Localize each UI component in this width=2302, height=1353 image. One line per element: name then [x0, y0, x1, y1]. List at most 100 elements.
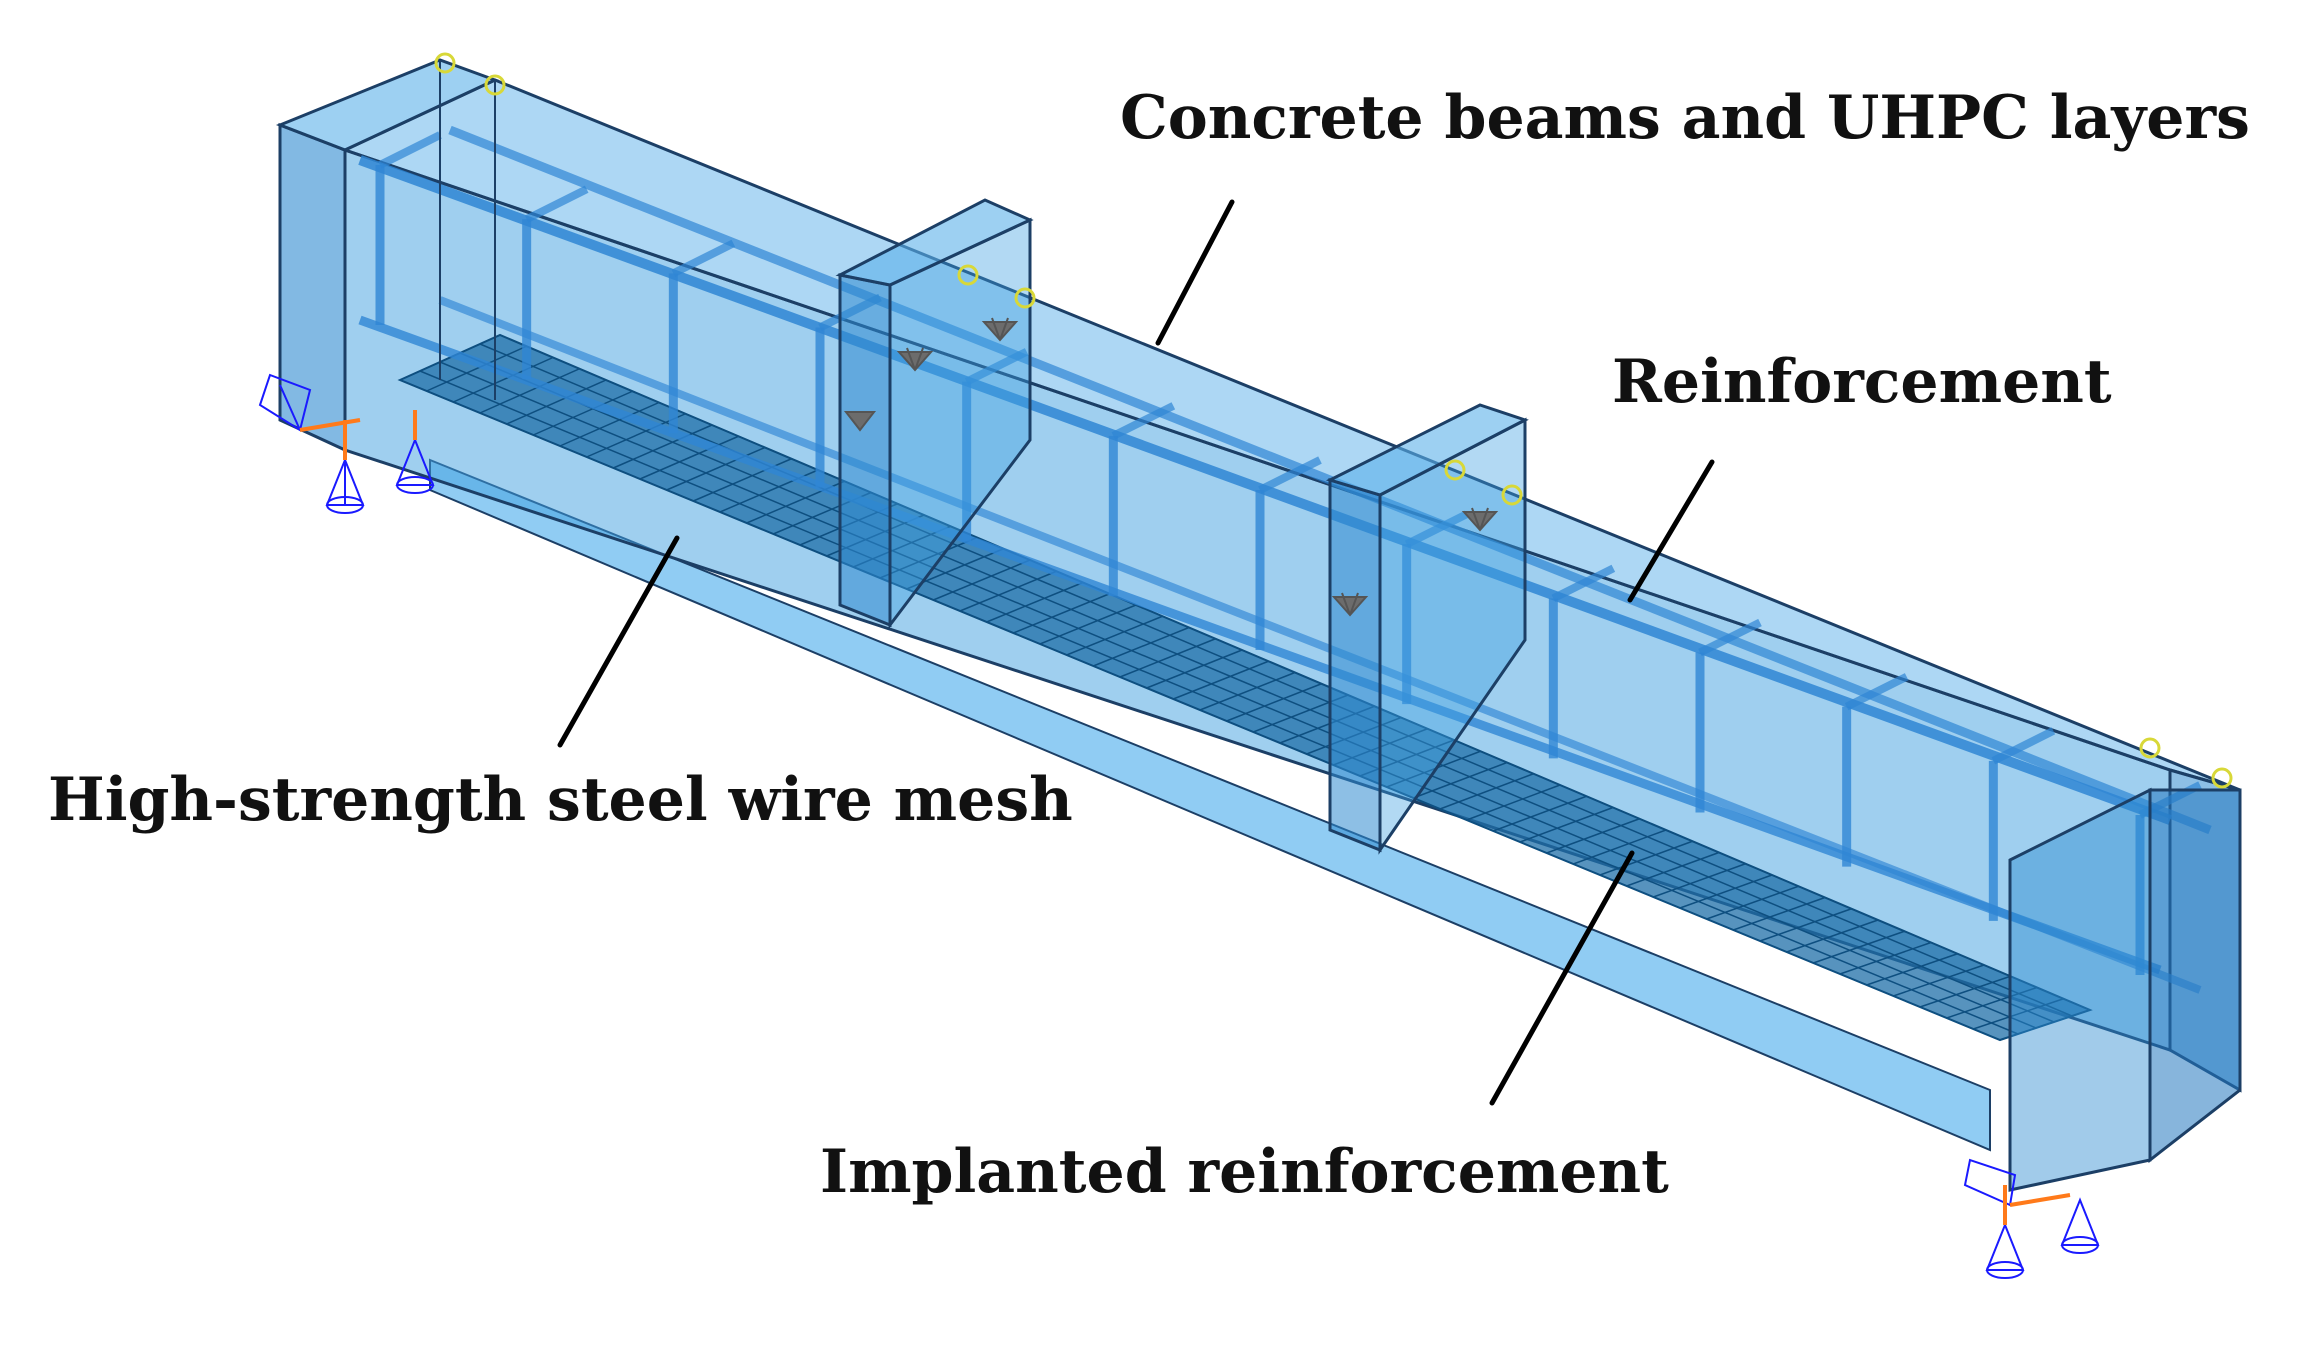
mesh-transverse-wire [426, 345, 527, 392]
rebar-longitudinal-lower [438, 296, 2202, 994]
end-block-right [2008, 787, 2242, 1192]
mesh-transverse-wire [933, 559, 1031, 601]
loading-plate-1 [835, 198, 1034, 630]
mesh-transverse-wire [1066, 615, 1163, 656]
mesh-transverse-wire [1786, 919, 1879, 953]
mesh-transverse-wire [479, 368, 580, 414]
mesh-transverse-wire [1866, 953, 1958, 986]
leader-mesh [557, 535, 680, 748]
loading-plate-2-top [1325, 403, 1529, 497]
mesh-transverse-wire [559, 401, 660, 447]
leader-concrete [1155, 199, 1235, 346]
end-block-right-side [2148, 788, 2242, 1164]
mesh-transverse-wire [453, 356, 554, 403]
mesh-longitudinal-wire [499, 334, 2091, 1011]
stirrup-cross-tie [1404, 510, 1469, 548]
mesh-longitudinal-wire [399, 379, 2001, 1041]
mesh-transverse-wire [1493, 795, 1587, 832]
mesh-transverse-wire [1679, 874, 1773, 909]
loading-plate-1-top [835, 198, 1034, 287]
mesh-transverse-wire [1173, 660, 1269, 700]
mesh-transverse-wire [1439, 773, 1534, 810]
mesh-transverse-wire [1759, 908, 1852, 942]
steel-wire-mesh [397, 333, 2093, 1042]
reference-point-icon [484, 74, 506, 96]
reference-point-icon [1501, 484, 1523, 506]
reference-point-icon [1444, 459, 1466, 481]
reference-point-icon [434, 52, 456, 74]
mesh-transverse-wire [399, 334, 501, 381]
mesh-transverse-wire [1999, 1009, 2091, 1041]
supports-right [1963, 1158, 2100, 1279]
stirrup-cross-tie [1111, 402, 1176, 440]
reference-points [434, 52, 2233, 789]
mesh-transverse-wire [666, 446, 766, 491]
mesh-transverse-wire [1013, 593, 1110, 634]
loading-plate-2 [1325, 403, 1529, 855]
mesh-transverse-wire [1626, 851, 1720, 887]
boundary-condition-cone-icon [1985, 1185, 2025, 1279]
mesh-transverse-wire [1599, 840, 1693, 876]
mesh-transverse-wire [1093, 626, 1190, 667]
boundary-condition-cone-icon [258, 373, 361, 432]
mesh-transverse-wire [1466, 784, 1561, 821]
mesh-longitudinal-wire [439, 361, 2037, 1029]
mesh-transverse-wire [506, 379, 607, 425]
mesh-grid-lines [399, 334, 2091, 1041]
label-reinforcement: Reinforcement [1612, 347, 2112, 417]
mesh-transverse-wire [1413, 761, 1508, 799]
reference-point-icon [957, 264, 979, 286]
reference-point-icon [1014, 287, 1036, 309]
mesh-transverse-wire [1839, 941, 1932, 975]
label-implanted-reinforcement: Implanted reinforcement [820, 1137, 1669, 1207]
mesh-transverse-wire [1946, 986, 2038, 1019]
stirrup-cross-tie [1258, 456, 1322, 494]
mesh-transverse-wire [959, 570, 1057, 612]
mesh-longitudinal-wire [459, 352, 2055, 1023]
mesh-transverse-wire [1226, 683, 1322, 722]
leader-reinforcement [1627, 459, 1715, 603]
mesh-transverse-wire [1573, 829, 1667, 865]
stirrup-cross-tie [1551, 564, 1616, 602]
stirrup-cross-tie [1844, 673, 1909, 711]
mesh-transverse-wire [1973, 998, 2064, 1030]
mesh-transverse-wire [613, 424, 713, 469]
mesh-transverse-wire [1733, 896, 1826, 931]
mesh-transverse-wire [533, 390, 633, 436]
mesh-transverse-wire [1893, 964, 1985, 997]
stirrups [375, 131, 2202, 975]
stirrup-cross-tie [524, 185, 589, 223]
mesh-transverse-wire [879, 536, 978, 579]
mesh-transverse-wire [1813, 930, 1905, 964]
boundary-condition-cone-icon [1963, 1158, 2071, 1207]
end-block-left [275, 58, 499, 453]
load-arrow-icon [843, 411, 877, 432]
mesh-transverse-wire [1653, 863, 1746, 898]
mesh-transverse-wire [1199, 671, 1296, 711]
reference-point-icon [2139, 737, 2161, 759]
mesh-transverse-wire [1039, 604, 1137, 645]
stirrup-cross-tie [671, 239, 736, 277]
load-arrow-icon [896, 347, 934, 372]
load-arrows [843, 317, 1499, 617]
mesh-transverse-wire [1386, 750, 1481, 788]
stirrup-cross-tie [964, 348, 1029, 386]
boundary-condition-cone-icon [325, 420, 365, 514]
mesh-transverse-wire [1146, 649, 1243, 689]
stirrup-cross-tie [1698, 618, 1762, 657]
load-arrow-icon [981, 317, 1019, 342]
mesh-transverse-wire [1706, 885, 1799, 920]
loading-plate-1-front [838, 273, 892, 628]
mesh-transverse-wire [1119, 638, 1216, 678]
mesh-transverse-wire [1919, 975, 2011, 1008]
label-steel-wire-mesh: High-strength steel wire mesh [48, 765, 1073, 835]
mesh-transverse-wire [1546, 818, 1640, 854]
boundary-condition-cone-icon [395, 410, 435, 494]
load-arrow-icon [1461, 507, 1499, 532]
supports-left [258, 373, 435, 514]
end-block-right-front [2008, 787, 2152, 1192]
leader-implanted [1489, 850, 1635, 1106]
mesh-transverse-wire [639, 435, 739, 480]
reference-point-icon [2211, 767, 2233, 789]
